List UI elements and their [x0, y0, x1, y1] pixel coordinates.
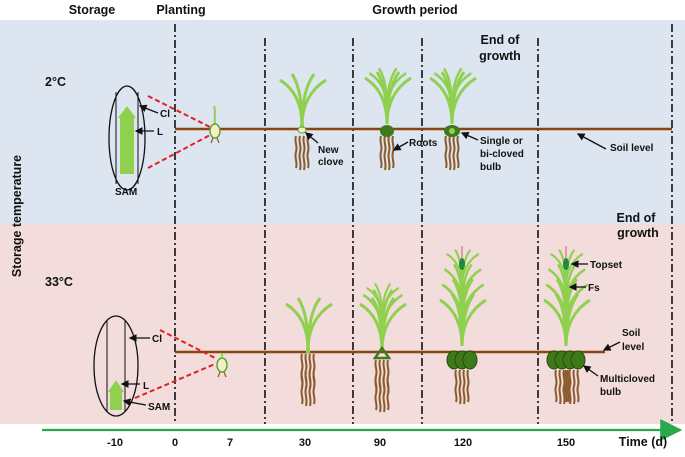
- topset-label: Topset: [590, 260, 623, 271]
- bulb-label-cold-line2: bi-cloved: [480, 149, 524, 160]
- temperature-label-cold: 2°C: [45, 75, 66, 89]
- cold-storage-band: [0, 20, 685, 224]
- tick-label: 0: [172, 437, 178, 449]
- fs-label: Fs: [588, 283, 600, 294]
- tick-label: 150: [557, 437, 575, 449]
- l-label-cold: L: [157, 127, 163, 138]
- soil-pointer-cold: [576, 133, 607, 150]
- bulb-label-cold-line3: bulb: [480, 162, 501, 173]
- end-of-growth-warm-line2: growth: [617, 226, 659, 240]
- bulb-label-warm-line1: Multicloved: [600, 374, 655, 385]
- cl-label-warm: Cl: [152, 334, 162, 345]
- tick-label: 90: [374, 437, 386, 449]
- end-of-growth-cold-line1: End of: [481, 33, 521, 47]
- cl-label-cold: Cl: [160, 109, 170, 120]
- header-planting: Planting: [156, 3, 205, 17]
- temperature-label-warm: 33°C: [45, 275, 73, 289]
- bulb-pointer-warm: [582, 365, 599, 377]
- roots-pointer: [392, 141, 409, 151]
- plant-warm-150d: [542, 246, 592, 405]
- new-clove-pointer: [305, 132, 319, 144]
- tick-label: 30: [299, 437, 311, 449]
- planted-clove-warm: [216, 353, 228, 378]
- time-axis-ticks: -10 0 7 30 90 120 150: [107, 437, 575, 449]
- bulb-pointer-cold: [460, 132, 479, 141]
- soil-label-warm-line1: Soil: [622, 328, 641, 339]
- tick-label: -10: [107, 437, 123, 449]
- guide-line-warm-top: [159, 329, 216, 359]
- sam-pointer-warm: [122, 398, 147, 406]
- plant-cold-120d: [428, 67, 478, 171]
- planted-clove-cold: [209, 105, 221, 144]
- time-separators: [174, 24, 673, 424]
- time-axis-label: Time (d): [619, 435, 667, 449]
- soil-pointer-warm: [602, 341, 621, 351]
- plant-warm-90d: [358, 282, 408, 413]
- guide-line-warm-bottom: [134, 363, 216, 399]
- end-of-growth-warm-line1: End of: [617, 211, 657, 225]
- soil-label-warm-line2: level: [622, 342, 644, 353]
- sam-label-warm: SAM: [148, 402, 170, 413]
- bulb-label-warm-line2: bulb: [600, 387, 621, 398]
- guide-line-cold-bottom: [147, 133, 213, 169]
- stored-clove-cold: [108, 85, 146, 191]
- end-of-growth-cold-line2: growth: [479, 49, 521, 63]
- cl-pointer-cold: [138, 104, 159, 114]
- tick-label: 120: [454, 437, 472, 449]
- l-label-warm: L: [143, 381, 149, 392]
- bulb-label-cold-line1: Single or: [480, 136, 523, 147]
- stored-clove-warm: [93, 315, 139, 417]
- new-clove-label-line1: New: [318, 145, 339, 156]
- roots-label: Roots: [409, 138, 438, 149]
- tick-label: 7: [227, 437, 233, 449]
- soil-level-label-cold: Soil level: [610, 143, 654, 154]
- new-clove-label-line2: clove: [318, 157, 344, 168]
- plant-warm-30d: [284, 296, 334, 407]
- plant-warm-120d: [438, 246, 488, 405]
- y-axis-label: Storage temperature: [10, 155, 24, 277]
- header-storage: Storage: [69, 3, 116, 17]
- header-growth-period: Growth period: [372, 3, 457, 17]
- sam-label-cold: SAM: [115, 187, 137, 198]
- plant-cold-90d: [363, 67, 413, 171]
- guide-line-cold-top: [147, 95, 213, 129]
- plant-cold-30d: [278, 72, 328, 171]
